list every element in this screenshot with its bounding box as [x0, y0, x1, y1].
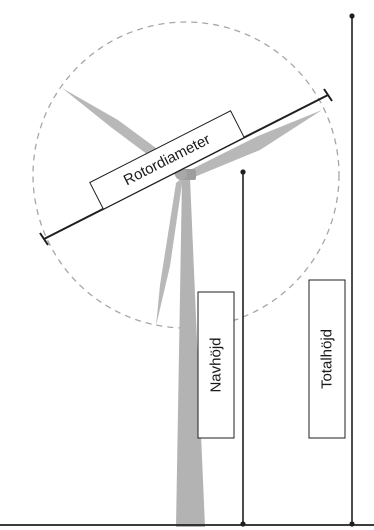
rotor-diameter-label-box — [89, 110, 245, 210]
turbine-blade-lower — [156, 177, 183, 326]
hub-height-dot-top — [240, 169, 246, 175]
total-height-text: Totalhöjd — [319, 329, 336, 389]
total-height-dot-top — [349, 13, 355, 19]
rotor-diameter-tick-right — [323, 88, 333, 102]
hub-height-label-box — [197, 291, 235, 439]
rotor-swept-circle — [32, 21, 340, 329]
rotor-diameter-tick-left — [39, 232, 49, 246]
turbine-blade-right — [190, 110, 322, 178]
hub-height-text: Navhöjd — [208, 337, 225, 392]
turbine-tower — [176, 178, 205, 527]
total-height-label-box — [308, 279, 346, 439]
